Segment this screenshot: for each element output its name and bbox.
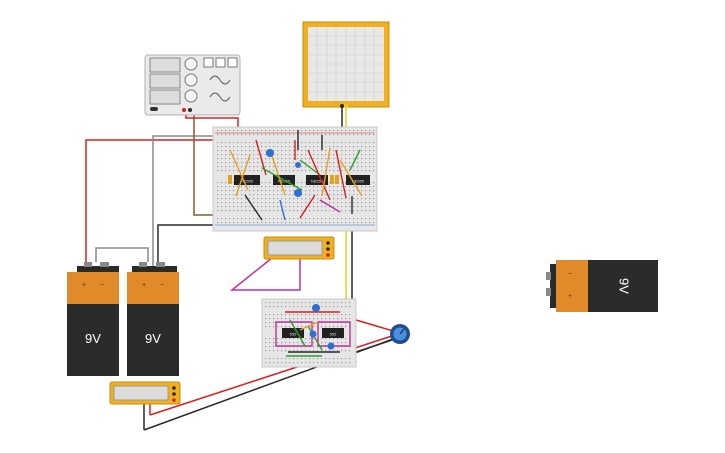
sine-wave-icon	[209, 75, 231, 85]
terminal-a-bottom[interactable]	[172, 398, 176, 402]
display-2	[149, 73, 181, 89]
pot-wiper-icon	[399, 328, 405, 335]
terminal-a[interactable]	[326, 253, 330, 257]
knob-3[interactable]	[184, 89, 198, 103]
oscilloscope-grid	[308, 27, 384, 101]
svg-text:+: +	[142, 282, 146, 289]
svg-text:555: 555	[290, 332, 297, 337]
triangle-wave-button[interactable]	[227, 57, 238, 68]
multimeter-bottom[interactable]	[109, 381, 181, 405]
ne555-chip-3[interactable]: NE555	[306, 175, 328, 185]
battery-label: 9V	[85, 331, 101, 346]
scope-probe-yellow[interactable]	[344, 104, 348, 108]
sine-wave-icon-2	[209, 92, 231, 102]
svg-text:−: −	[100, 282, 104, 289]
battery-terminal-minus[interactable]	[100, 262, 109, 267]
svg-text:NE555: NE555	[241, 179, 254, 184]
ne555-chip-1[interactable]: NE555	[234, 175, 260, 185]
capacitor-4[interactable]	[312, 304, 320, 312]
multimeter-display	[267, 240, 323, 256]
power-switch[interactable]	[150, 107, 158, 111]
multimeter-display-bottom	[113, 385, 169, 401]
battery-terminal-plus-2[interactable]	[139, 262, 147, 267]
555-chip-left[interactable]: 555	[282, 328, 304, 338]
top-jumper-wires	[229, 130, 363, 221]
oscilloscope[interactable]	[302, 21, 390, 108]
battery-9v-right[interactable]: − + 9V	[546, 260, 658, 312]
resistor-1[interactable]	[228, 175, 232, 184]
terminal-v[interactable]	[326, 247, 330, 251]
terminal-com-bottom[interactable]	[172, 386, 176, 390]
555-chip-right[interactable]: 555	[322, 328, 344, 338]
svg-text:+: +	[82, 282, 86, 289]
output-terminal-red[interactable]	[182, 108, 186, 112]
battery-9v-middle[interactable]: + − 9V	[127, 262, 179, 376]
multimeter-middle[interactable]	[263, 236, 335, 260]
display-3	[149, 89, 181, 105]
battery-label-3: 9V	[617, 278, 632, 294]
capacitor-3[interactable]	[295, 162, 301, 168]
display-1	[149, 57, 181, 73]
svg-text:555: 555	[330, 332, 337, 337]
ne555-chip-4[interactable]: NE555	[346, 175, 370, 185]
battery-terminal-plus-3[interactable]	[546, 288, 551, 296]
battery-terminal-minus-3[interactable]	[546, 272, 551, 280]
battery-terminal-minus-2[interactable]	[156, 262, 165, 267]
svg-text:−: −	[160, 282, 164, 289]
knob-1[interactable]	[184, 57, 198, 71]
capacitor-5[interactable]	[309, 330, 317, 338]
terminal-v-bottom[interactable]	[172, 392, 176, 396]
breadboard-top[interactable]: NE555 NE555 NE555 NE555	[212, 126, 378, 232]
sawtooth-wave-button[interactable]	[215, 57, 226, 68]
capacitor-1[interactable]	[266, 149, 274, 157]
svg-text:−: −	[568, 271, 572, 278]
resistor-2[interactable]	[330, 175, 334, 184]
battery-terminal-plus[interactable]	[84, 262, 92, 267]
terminal-com[interactable]	[326, 241, 330, 245]
bottom-jumper-wires	[275, 311, 351, 357]
capacitor-6[interactable]	[327, 342, 335, 350]
capacitor-2[interactable]	[294, 189, 302, 197]
breadboard-bottom[interactable]: 555 555	[261, 298, 357, 368]
resistor-3[interactable]	[335, 175, 339, 184]
scope-probe-black[interactable]	[340, 104, 344, 108]
output-terminal-black[interactable]	[188, 108, 192, 112]
square-wave-button[interactable]	[203, 57, 214, 68]
knob-2[interactable]	[184, 73, 198, 87]
function-generator[interactable]	[144, 54, 241, 116]
potentiometer[interactable]	[390, 324, 410, 344]
battery-label-2: 9V	[145, 331, 161, 346]
svg-text:NE555: NE555	[311, 179, 324, 184]
svg-text:+: +	[568, 293, 572, 300]
svg-text:NE555: NE555	[352, 179, 365, 184]
battery-9v-left[interactable]: + − 9V	[67, 262, 119, 376]
